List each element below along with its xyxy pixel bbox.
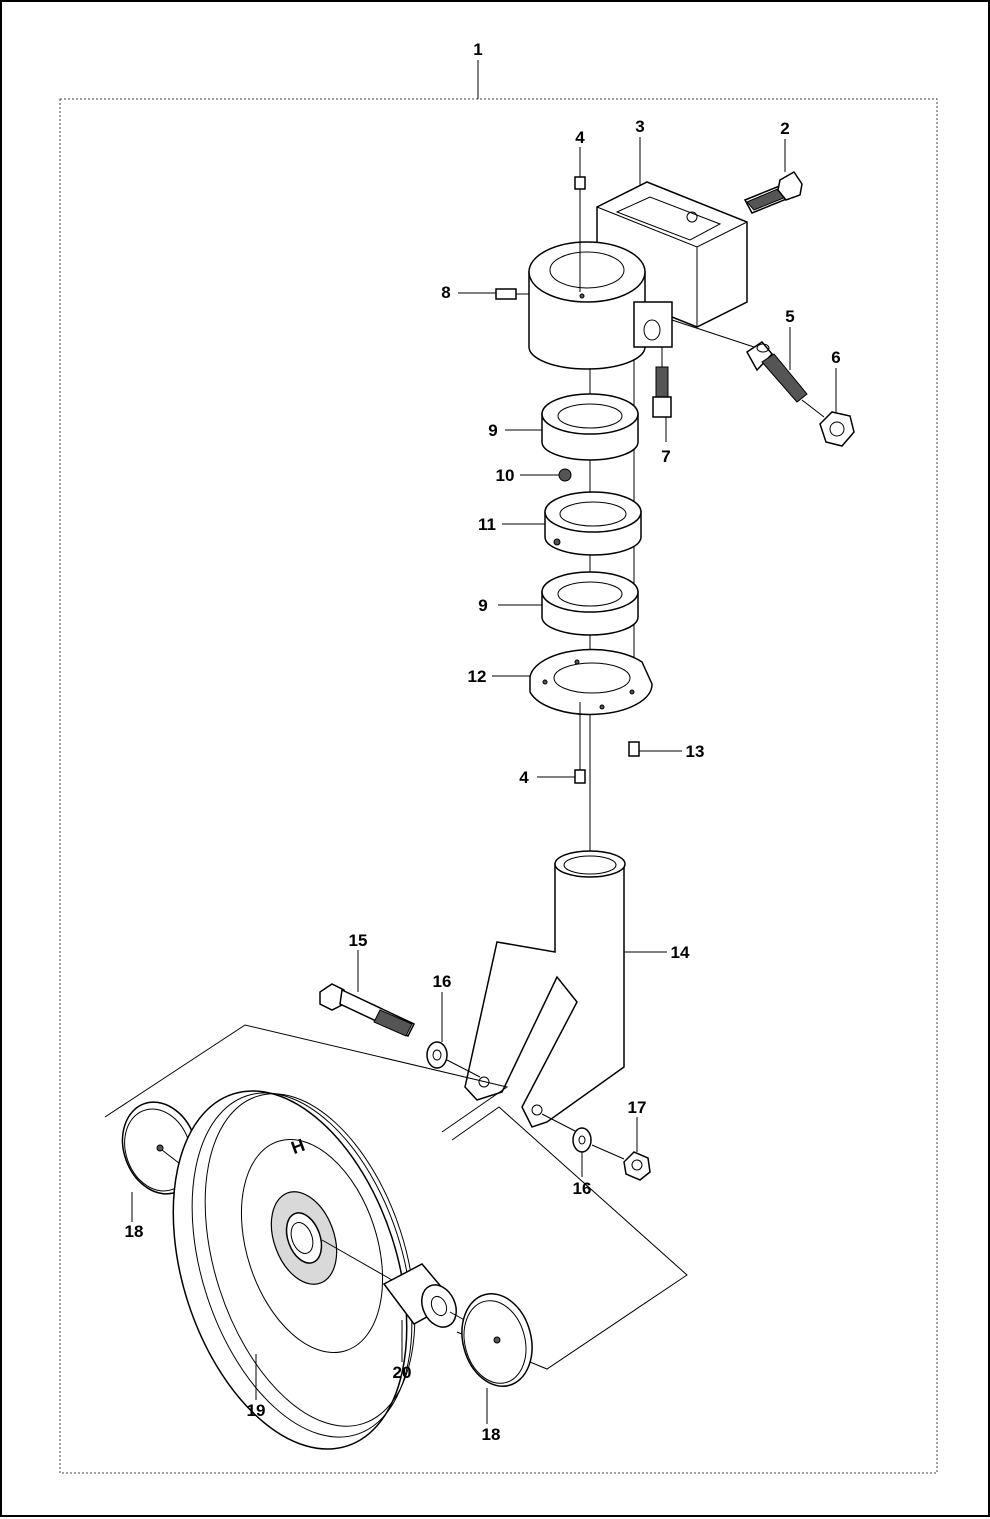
callout-4-bottom: 4 [519,768,529,787]
callout-13: 13 [686,742,705,761]
callout-3: 3 [635,117,644,136]
callout-6: 6 [831,348,840,367]
callout-19: 19 [247,1401,266,1420]
part-2-bolt [743,139,803,214]
wheel-logo-mark: H [288,1135,307,1158]
part-6-nut [801,368,855,447]
part-9-ring-lower [498,571,639,636]
callout-10: 10 [496,466,515,485]
part-8-grease-nipple [458,288,529,300]
part-20-spacer [382,1263,478,1362]
part-16-washer-upper [426,992,481,1078]
part-11-ring-middle [502,491,642,556]
assembly-frame [59,98,938,1474]
part-13-screw [628,741,682,757]
callout-9-upper: 9 [488,421,497,440]
part-17-nut [591,1117,651,1181]
callout-5: 5 [785,307,794,326]
callout-15: 15 [349,931,368,950]
callout-16-upper: 16 [433,972,452,991]
callout-18-left: 18 [125,1222,144,1241]
callout-7: 7 [661,447,670,466]
part-14-fork [464,850,667,1128]
callout-2: 2 [780,119,789,138]
part-16-washer-lower [541,1113,592,1177]
callout-1: 1 [473,40,482,59]
part-7-cap-screw [652,347,672,442]
part-19-wheel: H [172,1090,416,1450]
callout-11: 11 [478,515,496,534]
part-4-screw-bottom [537,702,586,784]
part-4-screw-top [574,147,586,292]
part-9-ring-upper [505,393,639,461]
callout-18-right: 18 [482,1425,501,1444]
part-12-flange-plate [492,648,653,716]
callout-4-top: 4 [575,128,585,147]
callout-20: 20 [393,1363,412,1382]
callout-17: 17 [628,1098,647,1117]
callout-9-lower: 9 [478,596,487,615]
part-collar-cylinder [528,241,673,370]
part-10-grub-screw [520,468,572,482]
part-15-long-bolt [319,950,416,1037]
part-18-disc-right [461,1293,533,1424]
callout-12: 12 [468,667,487,686]
part-5-eye-bolt [671,319,808,403]
callout-16-lower: 16 [573,1179,592,1198]
callout-14: 14 [671,943,690,962]
callout-8: 8 [441,283,450,302]
